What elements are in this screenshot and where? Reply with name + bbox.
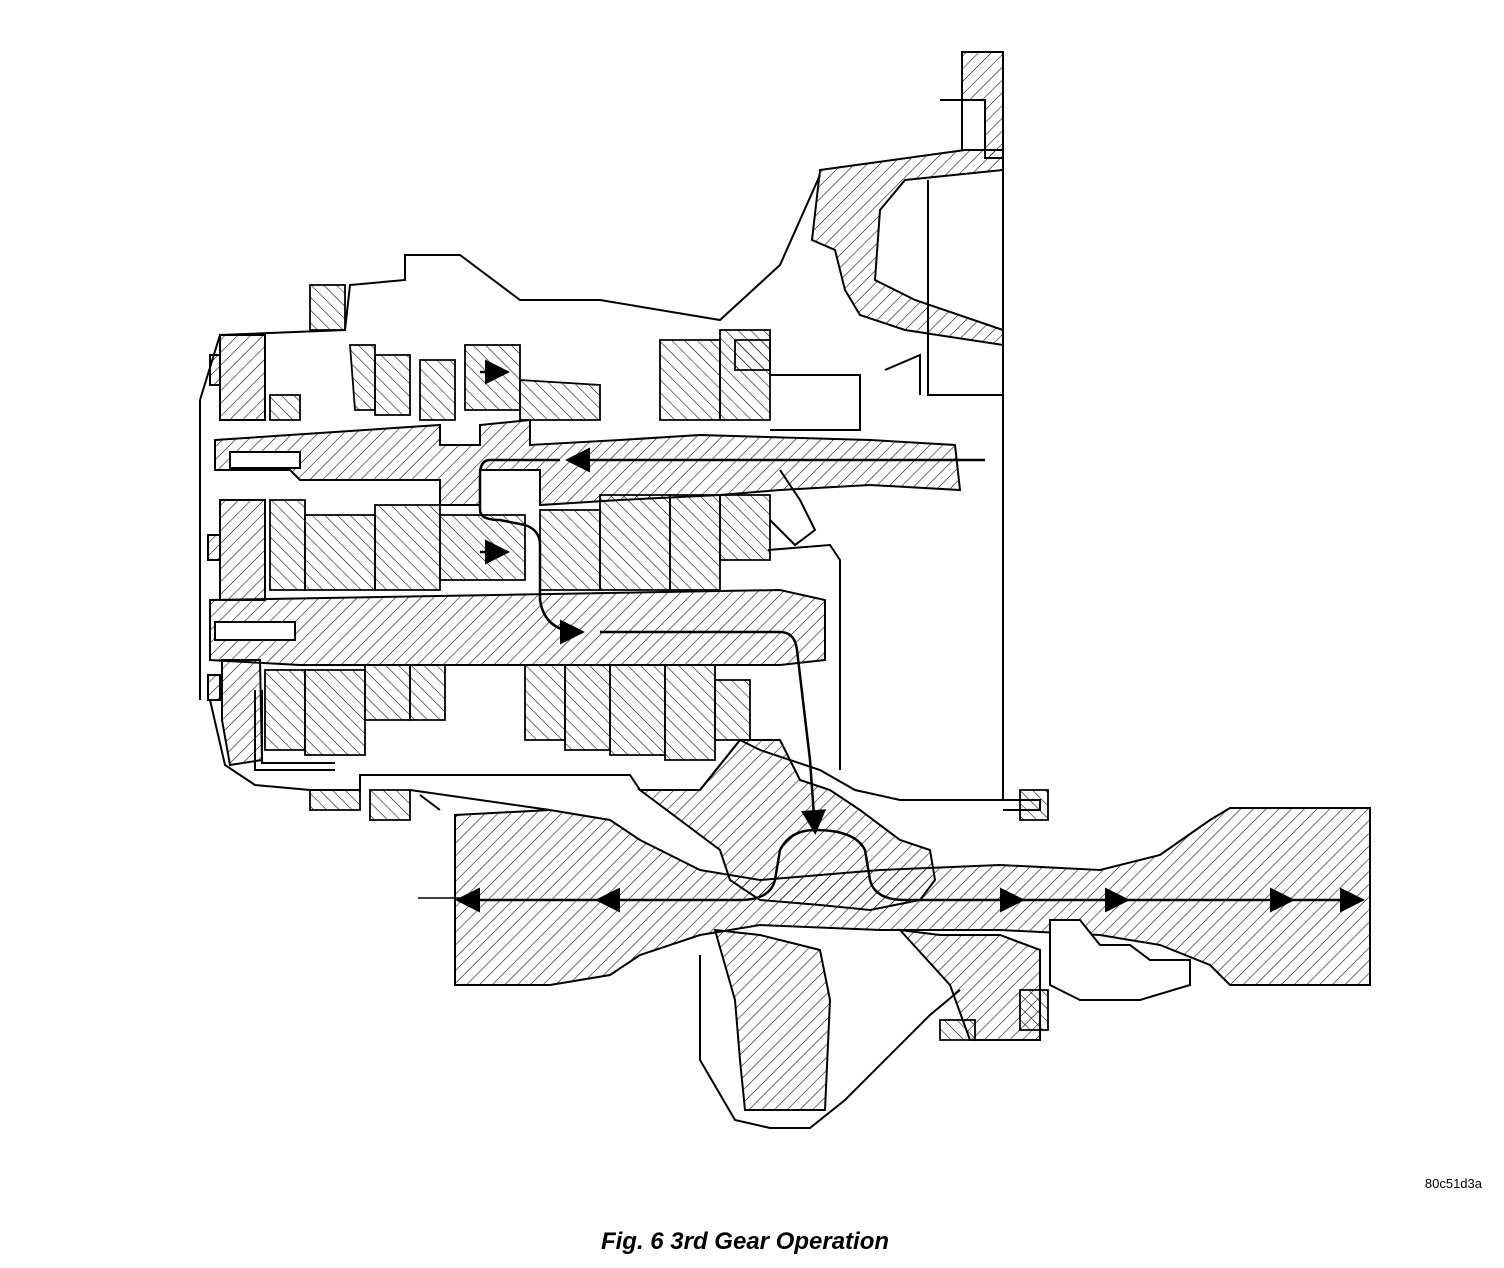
output-shaft: [209, 588, 826, 666]
lower-gears: [264, 664, 751, 761]
bell-housing-inner: [884, 99, 1003, 396]
input-shaft: [214, 418, 962, 507]
end-cover: [207, 334, 266, 767]
power-flow-path: [418, 359, 1365, 913]
shift-rod: [254, 374, 861, 811]
diff-lower-cover: [699, 955, 961, 1129]
diff-flow-right: [814, 828, 906, 902]
case-bolts: [309, 284, 1049, 1041]
input-shaft-bore: [229, 451, 301, 469]
diff-flow: [739, 828, 816, 902]
flow-to-3rd-gear: [478, 458, 585, 645]
output-shaft-bore: [214, 621, 296, 641]
figure-caption: Fig. 6 3rd Gear Operation: [0, 1228, 1504, 1256]
figure-caption-text: Fig. 6 3rd Gear Operation: [600, 1228, 890, 1255]
mid-gears: [269, 494, 771, 591]
axle-boot-right: [1049, 919, 1191, 1001]
output-shaft-flow: [600, 630, 827, 835]
upper-gears: [269, 329, 771, 421]
axle-shaft: [454, 807, 1371, 986]
figure-reference-code: 80c51d3a: [1424, 1176, 1482, 1191]
